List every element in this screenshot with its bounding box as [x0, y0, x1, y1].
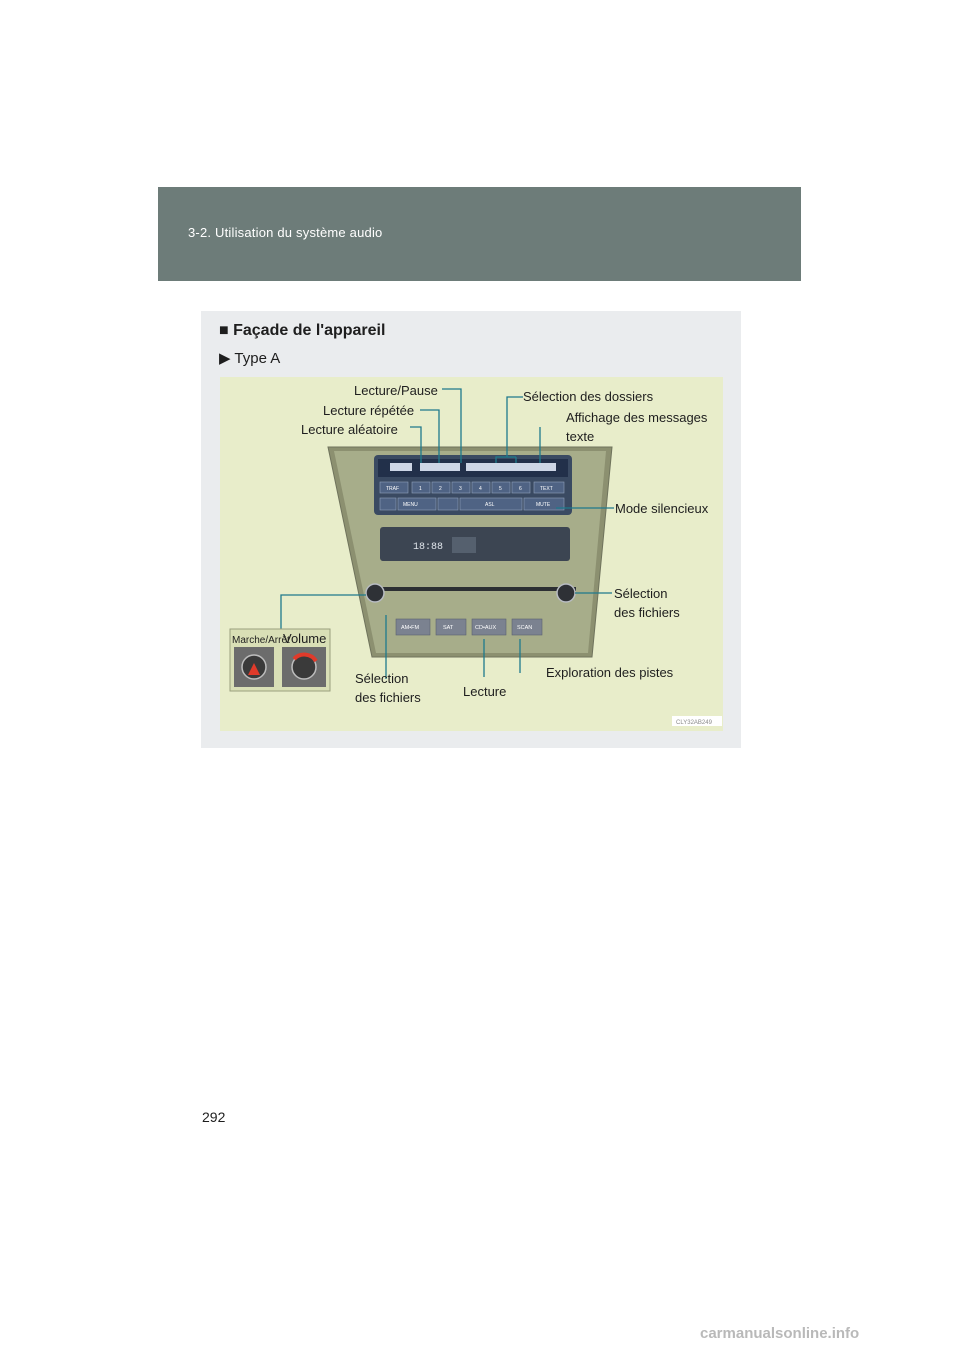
tune-file-knob [556, 583, 576, 603]
cd-slot [380, 587, 576, 591]
section-subtitle: ▶ Type A [219, 350, 281, 367]
label-on-off: Marche/Arrêt [232, 635, 290, 646]
label-file-select-left: Sélection des fichiers [355, 671, 421, 705]
btn-text-label: TEXT [540, 486, 553, 492]
source-buttons [395, 618, 543, 636]
watermark: carmanualsonline.info [700, 1325, 860, 1342]
label-random: Lecture aléatoire [301, 422, 398, 437]
press-arrow-icon [248, 663, 260, 675]
content-box: ■ Façade de l'appareil ▶ Type A [201, 311, 741, 748]
section-title: ■ Façade de l'appareil [219, 322, 386, 339]
chapter-title: 3-2. Utilisation du système audio [188, 225, 383, 240]
svg-text:1: 1 [419, 486, 422, 492]
svg-text:4: 4 [479, 486, 482, 492]
label-text-display: Affichage des messages texte [566, 410, 708, 444]
label-mute: Mode silencieux [615, 501, 709, 516]
svg-text:18:88: 18:88 [413, 542, 443, 553]
audio-panel-illustration: TRAF 1 2 3 4 5 6 TEXT MENU ASL MUTE [229, 388, 722, 726]
pwr-vol-knob [365, 583, 385, 603]
svg-text:CD•AUX: CD•AUX [475, 625, 497, 631]
audio-panel-figure: TRAF 1 2 3 4 5 6 TEXT MENU ASL MUTE [220, 377, 723, 731]
chapter-header: 3-2. Utilisation du système audio [158, 187, 801, 281]
svg-text:6: 6 [519, 486, 522, 492]
svg-text:3: 3 [459, 486, 462, 492]
svg-text:MENU: MENU [403, 502, 418, 508]
label-play: Lecture [463, 684, 507, 699]
svg-text:CLY32AB249: CLY32AB249 [676, 720, 713, 726]
figure-code-tag [672, 716, 722, 726]
svg-text:SAT: SAT [443, 625, 454, 631]
page-number: 292 [202, 1109, 226, 1125]
svg-text:2: 2 [439, 486, 442, 492]
svg-text:ASL: ASL [485, 502, 495, 508]
label-file-select-right: Sélection des fichiers [614, 586, 680, 620]
control-buttons [379, 497, 565, 511]
label-volume: Volume [283, 631, 327, 646]
svg-text:SCAN: SCAN [517, 625, 532, 631]
svg-text:5: 5 [499, 486, 502, 492]
label-repeat: Lecture répétée [323, 403, 415, 418]
rotate-arrow-icon [292, 652, 318, 663]
label-play-pause: Lecture/Pause [354, 383, 438, 398]
label-folder-select: Sélection des dossiers [523, 389, 654, 404]
preset-buttons [379, 481, 565, 494]
label-track-scan: Exploration des pistes [546, 665, 674, 680]
btn-mute-label: MUTE [536, 502, 551, 508]
svg-text:AM•FM: AM•FM [401, 625, 420, 631]
btn-traf-label: TRAF [386, 486, 399, 492]
